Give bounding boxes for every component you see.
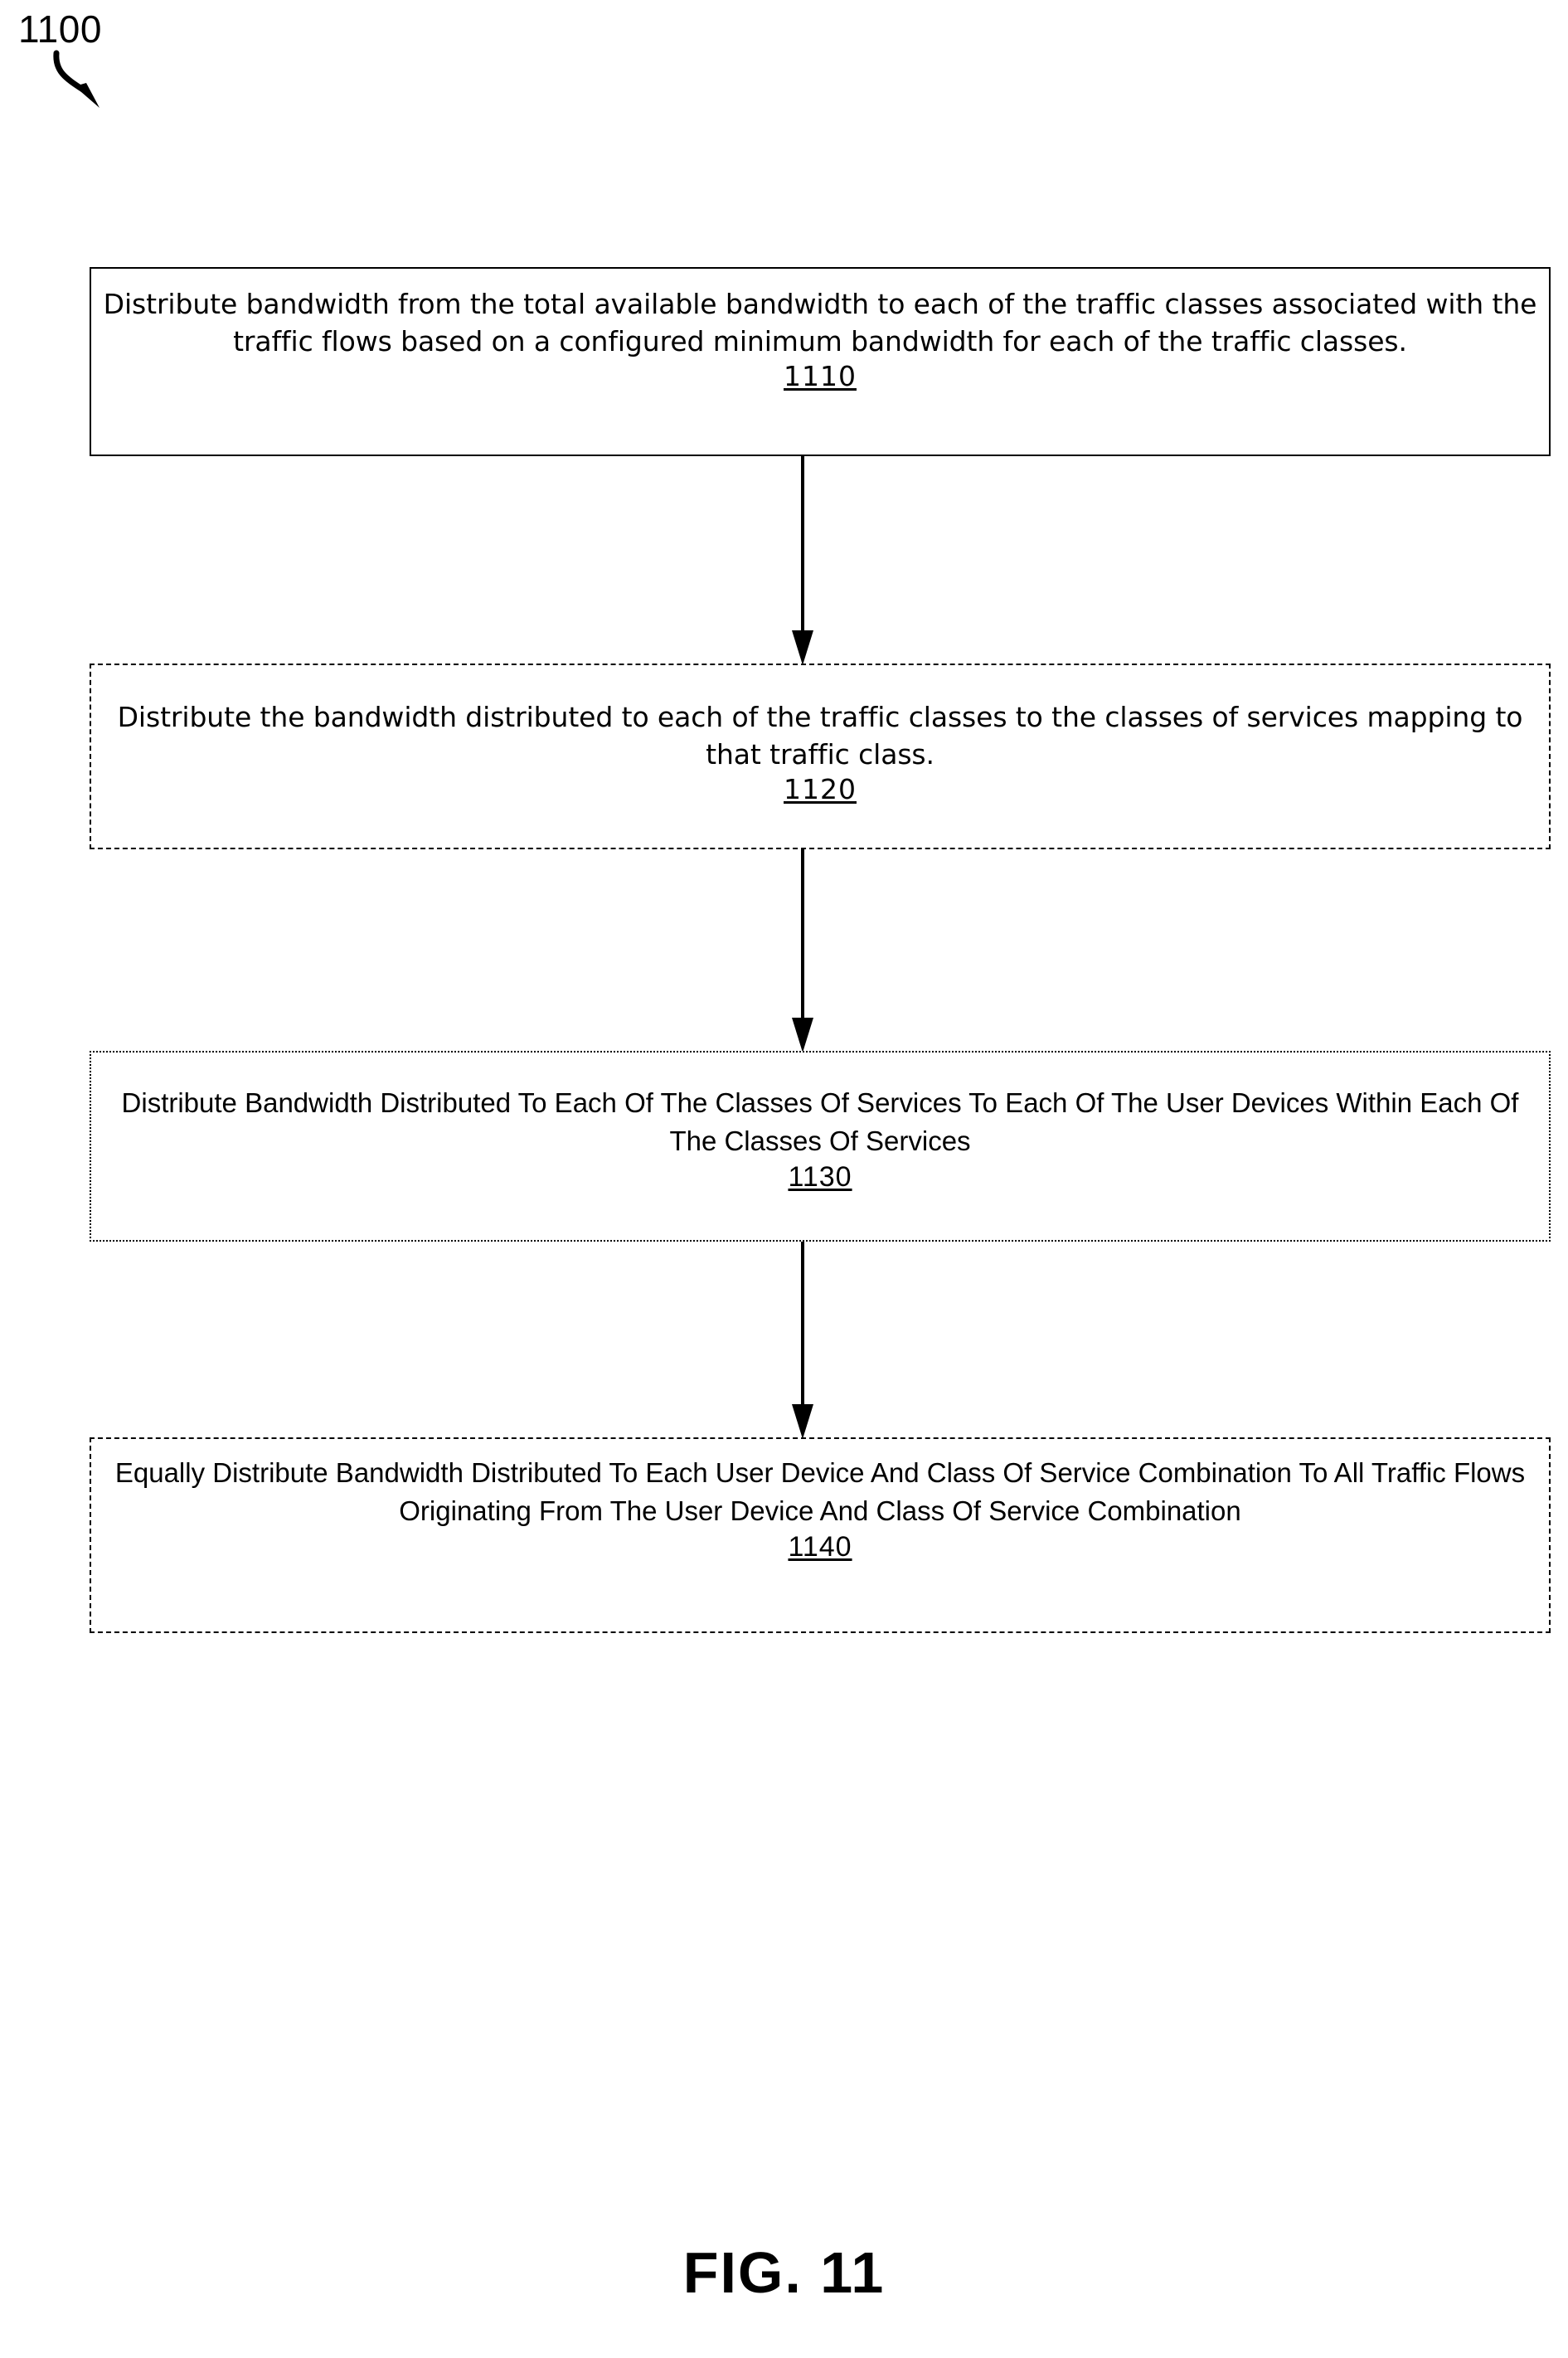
connector-shaft (801, 456, 804, 632)
figure-lead-line-arrow-icon (53, 50, 100, 108)
arrowhead-down-icon (792, 1018, 813, 1053)
flow-step-number-1130: 1130 (788, 1161, 852, 1193)
arrowhead-down-icon (792, 1404, 813, 1439)
flow-step-number-1110: 1110 (784, 360, 857, 392)
flow-connector-1110-to-1120 (792, 456, 813, 665)
flow-step-text-1110: Distribute bandwidth from the total avai… (103, 288, 1537, 357)
flow-step-box-1130: Distribute Bandwidth Distributed To Each… (90, 1051, 1551, 1242)
figure-reference-numeral: 1100 (18, 7, 102, 51)
flow-step-number-1140: 1140 (788, 1531, 852, 1563)
flow-connector-1130-to-1140 (792, 1242, 813, 1439)
connector-shaft (801, 1242, 804, 1406)
connector-shaft (801, 849, 804, 1019)
flow-step-number-1120: 1120 (784, 773, 857, 805)
flow-step-box-1110: Distribute bandwidth from the total avai… (90, 267, 1551, 456)
arrowhead-down-icon (792, 630, 813, 665)
flow-step-box-1120: Distribute the bandwidth distributed to … (90, 664, 1551, 849)
figure-caption: FIG. 11 (682, 2240, 886, 2305)
flow-connector-1120-to-1130 (792, 849, 813, 1053)
flow-step-box-1140: Equally Distribute Bandwidth Distributed… (90, 1437, 1551, 1633)
flow-step-text-1120: Distribute the bandwidth distributed to … (117, 701, 1523, 771)
flow-step-text-1140: Equally Distribute Bandwidth Distributed… (114, 1457, 1526, 1526)
flow-step-text-1130: Distribute Bandwidth Distributed To Each… (121, 1087, 1519, 1156)
